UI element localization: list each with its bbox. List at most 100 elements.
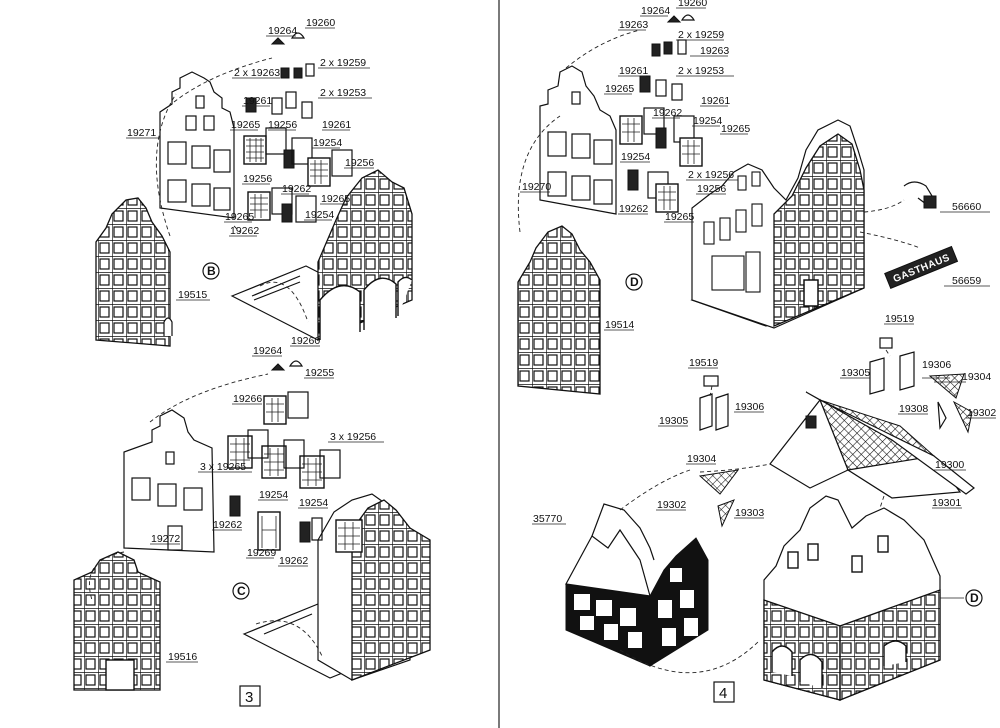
- base-building-d-final: [763, 495, 941, 701]
- page-number-box-right: [713, 681, 735, 703]
- part-label: 35770: [533, 513, 562, 525]
- part-label: 19306: [922, 359, 951, 371]
- timbered-facade-19514: [517, 225, 601, 395]
- part-label: 19256: [345, 157, 374, 169]
- section-roof: D 4: [532, 323, 996, 703]
- part-label: 19254: [299, 497, 328, 509]
- part-label: 19254: [313, 137, 342, 149]
- base-building-d: [690, 119, 865, 329]
- window-parts-b: [243, 32, 353, 223]
- timbered-facade-19515: [95, 197, 173, 347]
- part-label: 19261: [619, 65, 648, 77]
- roof-small-parts: [698, 337, 973, 528]
- part-label: 19262: [282, 183, 311, 195]
- part-label: 19260: [306, 17, 335, 29]
- part-label: 19302: [967, 407, 996, 419]
- part-label: 19264: [268, 25, 297, 37]
- part-label: 19269: [247, 547, 276, 559]
- part-label: 2 x 19259: [678, 29, 724, 41]
- part-label: 19265: [605, 83, 634, 95]
- part-label: 19304: [687, 453, 716, 465]
- part-label: 19305: [841, 367, 870, 379]
- window-parts-d: [619, 14, 703, 213]
- section-b: B: [95, 27, 413, 347]
- part-label: 19256: [697, 183, 726, 195]
- part-label: 19304: [962, 371, 991, 383]
- callout-circle-d-top: [625, 273, 643, 291]
- part-label: 19260: [678, 0, 707, 9]
- part-label: 19306: [735, 401, 764, 413]
- part-label: 56659: [952, 275, 981, 287]
- part-label: 19262: [619, 203, 648, 215]
- part-label: 19263: [619, 19, 648, 31]
- part-label: 19519: [885, 313, 914, 325]
- part-label: 19262: [653, 107, 682, 119]
- part-label: 19265: [721, 123, 750, 135]
- page-number-right: 4: [719, 685, 727, 702]
- part-label: 56660: [952, 201, 981, 213]
- part-label: 19254: [305, 209, 334, 221]
- section-c: C 3: [73, 345, 431, 707]
- part-label: 19305: [659, 415, 688, 427]
- part-label: 19254: [259, 489, 288, 501]
- part-label: 19261: [701, 95, 730, 107]
- part-label: 19266: [233, 393, 262, 405]
- part-label: 19264: [253, 345, 282, 357]
- callout-b: B: [207, 264, 216, 278]
- part-label: 19254: [693, 115, 722, 127]
- callout-circle-d-bottom: [965, 589, 983, 607]
- part-label: 19308: [899, 403, 928, 415]
- part-label: 19300: [935, 459, 964, 471]
- part-label: 19256: [243, 173, 272, 185]
- part-label: 19302: [657, 499, 686, 511]
- cutout-sheet-35770: [565, 503, 709, 667]
- part-label: 3 x 19265: [200, 461, 246, 473]
- section-d: GASTHAUS D: [517, 7, 990, 395]
- part-label: 2 x 19259: [320, 57, 366, 69]
- part-label: 19262: [279, 555, 308, 567]
- part-label: 2 x 19253: [678, 65, 724, 77]
- wall-panel-19271: [159, 71, 235, 219]
- part-label: 2 x 19256: [688, 169, 734, 181]
- roof-assembly: [769, 391, 975, 499]
- part-label: 3 x 19256: [330, 431, 376, 443]
- part-label: 19262: [230, 225, 259, 237]
- base-building-c: [242, 493, 431, 681]
- base-building-b: [230, 169, 413, 341]
- part-label: 19514: [605, 319, 634, 331]
- timbered-facade-19516: [73, 551, 161, 691]
- callout-circle-c: [232, 582, 250, 600]
- bracket-sign-56660: [903, 181, 937, 209]
- part-label: 19262: [213, 519, 242, 531]
- window-parts-c: [227, 360, 341, 551]
- callout-circle-b: [202, 262, 220, 280]
- part-label: 19255: [305, 367, 334, 379]
- part-label: 19516: [168, 651, 197, 663]
- part-label: 19260: [291, 335, 320, 347]
- part-label: 19515: [178, 289, 207, 301]
- part-label: 19264: [641, 5, 670, 17]
- part-labels: 19264 19260 2 x 19263 2 x 19259 2 x 1925…: [127, 0, 996, 663]
- part-label: 19519: [689, 357, 718, 369]
- part-label: 2 x 19263: [234, 67, 280, 79]
- gasthaus-sign-56659: GASTHAUS: [884, 245, 959, 289]
- part-label: 19270: [522, 181, 551, 193]
- callout-c: C: [237, 584, 246, 598]
- wall-panel-19270: [539, 65, 617, 215]
- part-label: 19301: [932, 497, 961, 509]
- page-number-box-left: [239, 685, 261, 707]
- part-label: 19263: [700, 45, 729, 57]
- callout-d-top: D: [630, 275, 639, 289]
- part-label: 19265: [321, 193, 350, 205]
- part-label: 19271: [127, 127, 156, 139]
- page-number-left: 3: [245, 689, 253, 706]
- part-label: 2 x 19253: [320, 87, 366, 99]
- part-label: 19265: [231, 119, 260, 131]
- part-label: 19265: [665, 211, 694, 223]
- part-label: 19265: [225, 211, 254, 223]
- part-label: 19256: [268, 119, 297, 131]
- part-label: 19261: [243, 95, 272, 107]
- part-label: 19261: [322, 119, 351, 131]
- wall-panel-19272: [123, 409, 215, 553]
